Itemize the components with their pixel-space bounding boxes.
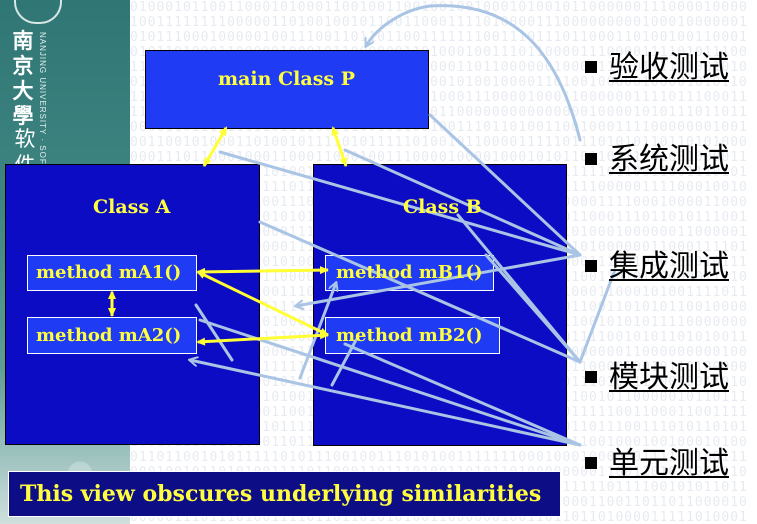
module-connector-3 <box>484 253 582 364</box>
level-acceptance[interactable]: 验收测试 <box>585 42 729 86</box>
class-b-label: Class B <box>403 196 482 218</box>
square-bullet-icon <box>585 370 597 383</box>
arrow-p-to-b <box>331 126 348 167</box>
method-ma2-box <box>27 317 197 354</box>
unit-connector-5 <box>330 338 358 387</box>
module-connector-4 <box>578 268 617 364</box>
method-ma1-label: method mA1() <box>36 262 182 283</box>
level-integration[interactable]: 集成测试 <box>585 241 729 285</box>
square-bullet-icon <box>585 60 597 73</box>
level-system[interactable]: 系统测试 <box>585 134 729 178</box>
unit-connector-6 <box>194 303 234 362</box>
level-module[interactable]: 模块测试 <box>585 352 729 396</box>
level-label: 系统测试 <box>609 142 729 177</box>
integration-connector-2 <box>296 253 582 306</box>
acceptance-connector <box>366 4 582 142</box>
level-label: 集成测试 <box>609 249 729 284</box>
university-name-cn: 南京大學 <box>12 28 34 128</box>
system-connector-1 <box>428 113 582 257</box>
caption-text: This view obscures underlying similariti… <box>20 481 542 507</box>
university-name-en: NANJING UNIVERSITY · SOFTWARE <box>38 32 47 199</box>
square-bullet-icon <box>585 456 597 469</box>
method-ma2-label: method mA2() <box>36 325 182 346</box>
square-bullet-icon <box>585 259 597 272</box>
square-bullet-icon <box>585 152 597 165</box>
level-label: 验收测试 <box>609 50 729 85</box>
caption-box <box>8 471 561 517</box>
main-class-label: main Class P <box>218 68 356 90</box>
arrow-ma1-to-mb2 <box>196 270 329 337</box>
method-mb1-label: method mB1() <box>336 262 483 283</box>
unit-connector-3 <box>343 342 582 447</box>
main-class-box <box>145 50 429 129</box>
level-label: 模块测试 <box>609 360 729 395</box>
arrow-ma1-to-mb1 <box>196 266 329 276</box>
module-connector-1 <box>258 220 582 364</box>
arrow-ma2-to-mb2 <box>196 331 329 346</box>
method-ma1-box <box>27 255 197 291</box>
level-label: 单元测试 <box>609 446 729 481</box>
integration-connector-1 <box>218 150 582 257</box>
method-mb2-label: method mB2() <box>336 325 483 346</box>
level-unit[interactable]: 单元测试 <box>585 438 729 482</box>
unit-connector-1 <box>190 360 582 447</box>
class-a-label: Class A <box>93 196 171 218</box>
arrow-p-to-a <box>202 126 228 167</box>
system-connector-2 <box>343 148 582 257</box>
